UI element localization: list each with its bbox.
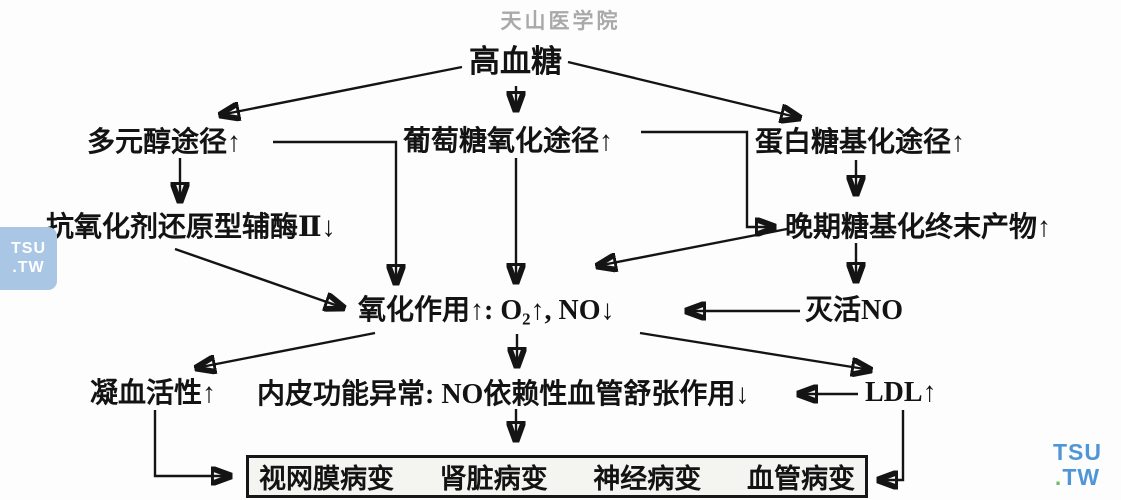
outcome-retinopathy: 视网膜病变 [259,464,394,494]
node-ldl: LDL↑ [865,377,937,408]
arrow-ages-to-oxidation [597,227,788,266]
tsu-tw-logo-bottom-right: TSU .TW [1053,439,1102,491]
node-oxidation: 氧化作用↑: O₂↑, NO↓ [358,295,615,326]
arrow-nadph-to-oxidation [174,247,344,308]
arrow-polyol-to-oxidation [273,140,396,284]
outcome-neuropathy: 神经病变 [593,464,702,494]
arrow-glucose-oxidation-to-ages [641,130,775,227]
node-glucose-oxidation-pathway: 葡萄糖氧化途径↑ [403,126,614,157]
node-protein-glycation-pathway: 蛋白糖基化途径↑ [755,127,966,158]
arrow-ldl-to-outcomes [878,410,905,480]
arrow-oxidation-to-ldl [639,331,871,370]
arrow-coagulation-to-outcomes [153,410,231,476]
node-antioxidant-nadph: 抗氧化剂还原型辅酶Ⅱ↓ [46,212,336,243]
tsu-tw-logo-left: TSU .TW [0,227,57,290]
tsu-tw-logo-left-line1: TSU [11,240,46,258]
tsu-tw-logo-br-line2: .TW [1053,465,1102,490]
tsu-tw-logo-br-tw: TW [1062,464,1101,491]
node-coagulation-activity: 凝血活性↑ [90,378,217,409]
node-inactivate-no: 灭活NO [805,295,904,326]
arrow-hyperglycemia-to-polyol [220,65,463,115]
arrow-oxidation-to-coagulation [196,331,376,368]
node-ages: 晚期糖基化终末产物↑ [785,212,1052,243]
outcome-vasculopathy: 血管病变 [746,464,855,494]
node-hyperglycemia: 高血糖 [469,44,562,79]
outcomes-box: 视网膜病变 肾脏病变 神经病变 血管病变 [246,455,868,498]
outcome-nephropathy: 肾脏病变 [439,464,548,494]
watermark-text: 天山医学院 [500,9,621,33]
tsu-tw-logo-br-dot: . [1054,464,1063,491]
arrow-hyperglycemia-to-protein-glycation [567,60,800,118]
tsu-tw-logo-br-line1: TSU [1053,439,1102,465]
node-endothelial-dysfunction: 内皮功能异常: NO依赖性血管舒张作用↓ [257,379,750,410]
node-polyol-pathway: 多元醇途径↑ [87,127,242,158]
tsu-tw-logo-left-line2: .TW [12,258,45,276]
